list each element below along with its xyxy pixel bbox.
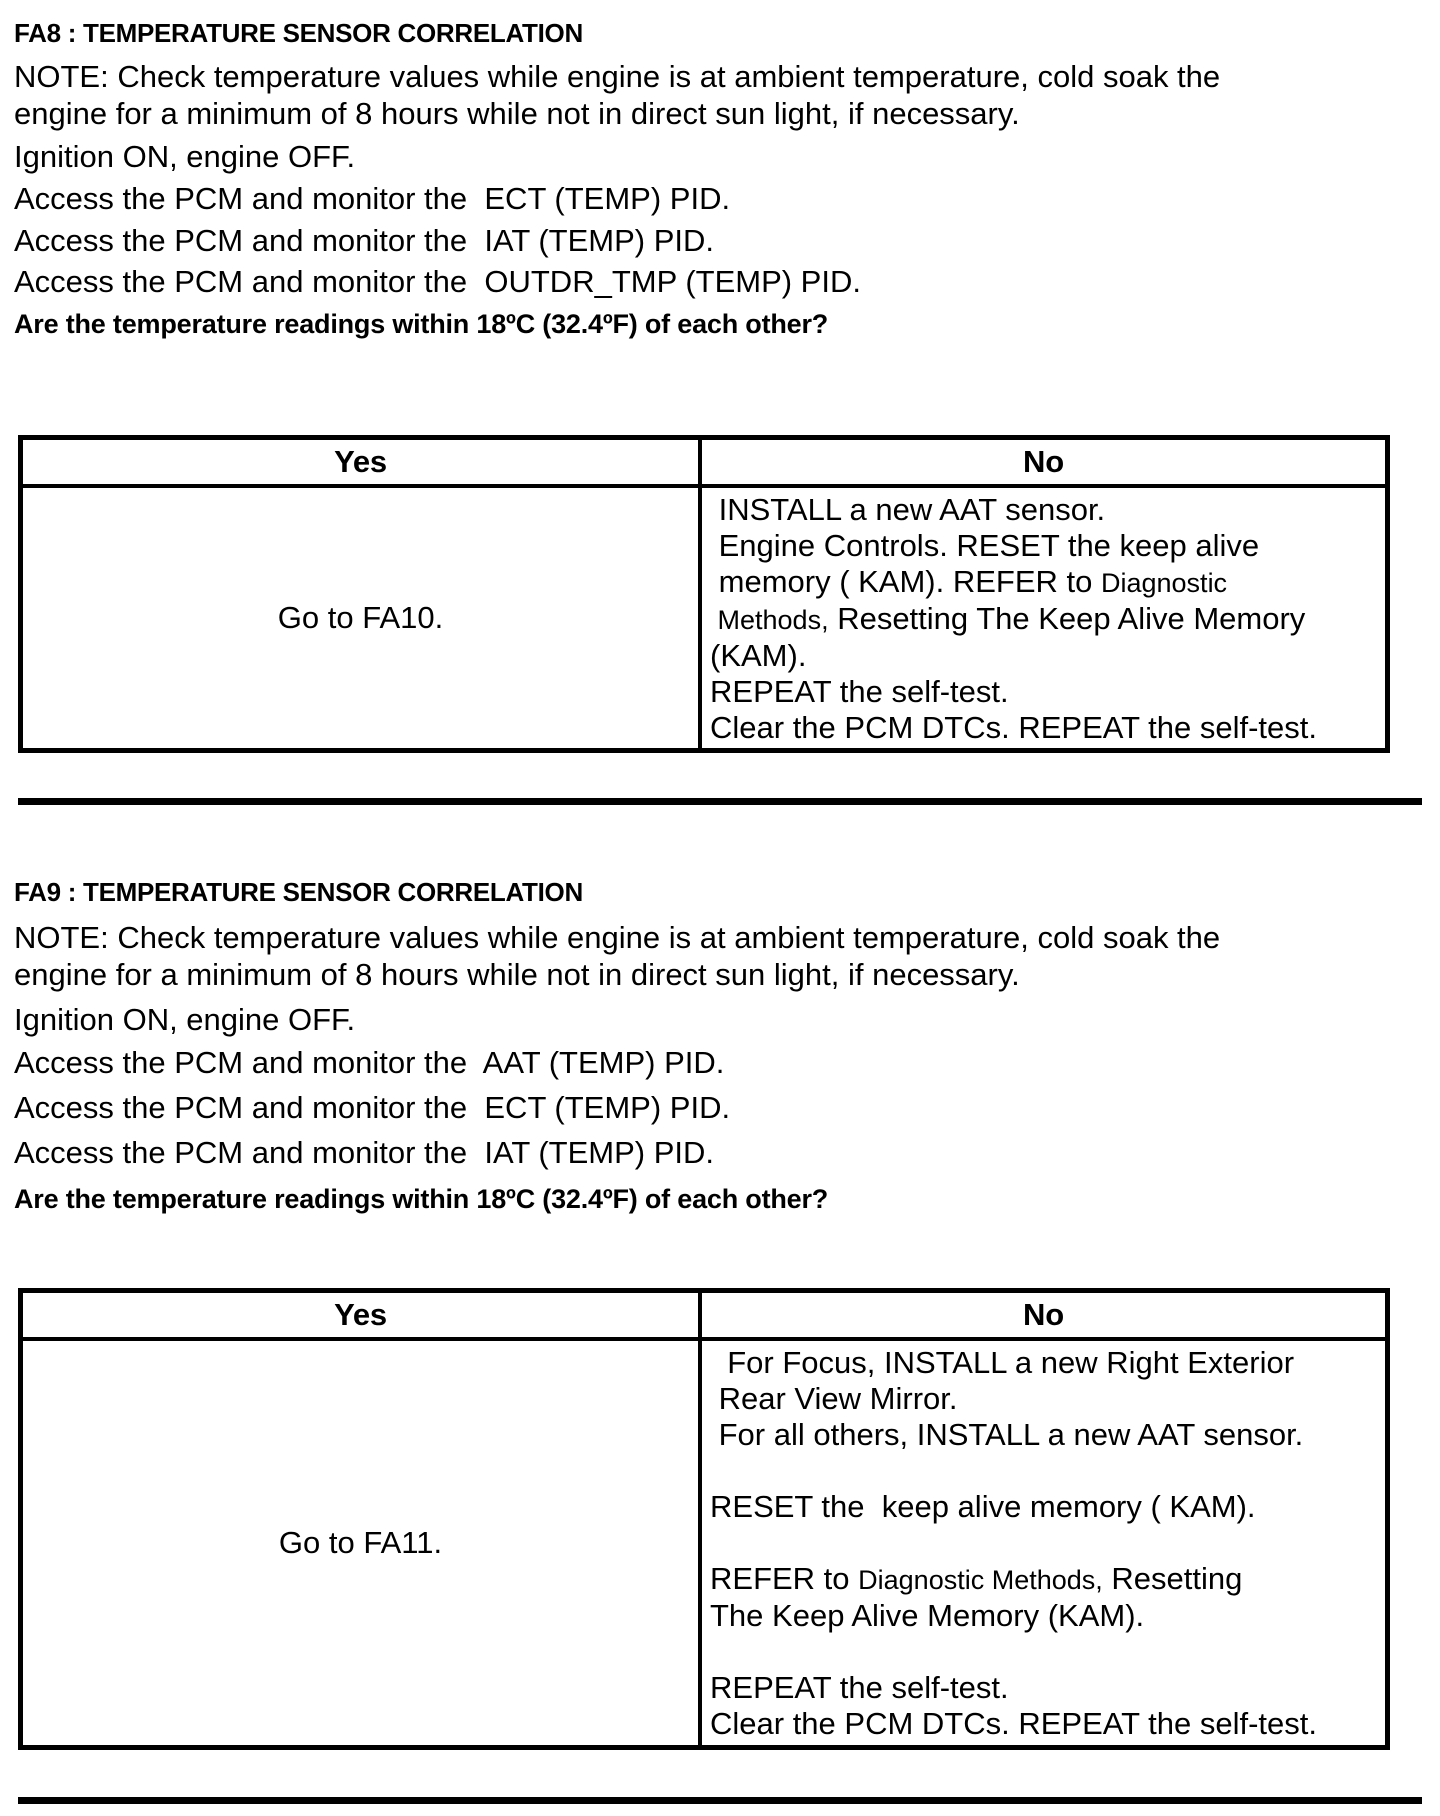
section-divider <box>18 798 1422 805</box>
action-line: Clear the PCM DTCs. REPEAT the self-test… <box>710 710 1317 745</box>
no-action-cell: For Focus, INSTALL a new Right Exterior … <box>698 1341 1385 1745</box>
no-action-cell: INSTALL a new AAT sensor. Engine Control… <box>698 488 1385 748</box>
action-line: REPEAT the self-test. <box>710 674 1009 709</box>
step-line: Access the PCM and monitor the IAT (TEMP… <box>14 223 715 258</box>
yes-action-cell: Go to FA10. <box>23 488 698 748</box>
action-line: REFER to Diagnostic Methods, Resetting <box>710 1561 1243 1596</box>
step-line: Access the PCM and monitor the IAT (TEMP… <box>14 1135 715 1170</box>
action-line: REPEAT the self-test. <box>710 1670 1009 1705</box>
header-cell-no: No <box>698 1293 1385 1337</box>
section-title: FA8 : TEMPERATURE SENSOR CORRELATION <box>14 18 583 48</box>
action-line: memory ( KAM). REFER to Diagnostic <box>710 564 1228 599</box>
action-line: (KAM). <box>710 638 807 673</box>
question-text: Are the temperature readings within 18ºC… <box>14 309 829 339</box>
table-body-row: Go to FA10. INSTALL a new AAT sensor. En… <box>23 488 1385 748</box>
step-line: Access the PCM and monitor the ECT (TEMP… <box>14 1090 731 1125</box>
section-fa8: FA8 : TEMPERATURE SENSOR CORRELATION NOT… <box>14 18 1426 805</box>
question-text: Are the temperature readings within 18ºC… <box>14 1184 829 1214</box>
yes-action-cell: Go to FA11. <box>23 1341 698 1745</box>
action-line <box>710 1634 1381 1670</box>
yes-action-text: Go to FA11. <box>278 1525 443 1560</box>
step-line: Access the PCM and monitor the AAT (TEMP… <box>14 1045 725 1080</box>
header-cell-yes: Yes <box>334 1297 387 1332</box>
step-line: Access the PCM and monitor the OUTDR_TMP… <box>14 264 861 299</box>
action-line: Rear View Mirror. <box>710 1381 958 1416</box>
action-line: For Focus, INSTALL a new Right Exterior <box>710 1345 1295 1380</box>
decision-table: Yes No Go to FA11. For Focus, INSTALL a … <box>18 1288 1390 1750</box>
step-line: Ignition ON, engine OFF. <box>14 1002 356 1037</box>
action-line: Methods, Resetting The Keep Alive Memory <box>710 601 1306 636</box>
note-text: NOTE: Check temperature values while eng… <box>14 920 1221 992</box>
action-line <box>710 1525 1381 1561</box>
action-line: RESET the keep alive memory ( KAM). <box>710 1489 1256 1524</box>
action-line: Engine Controls. RESET the keep alive <box>710 528 1260 563</box>
header-cell-yes: Yes <box>334 444 387 479</box>
action-line <box>710 1453 1381 1489</box>
note-text: NOTE: Check temperature values while eng… <box>14 59 1221 131</box>
decision-table: Yes No Go to FA10. INSTALL a new AAT sen… <box>18 435 1390 753</box>
table-header-row: Yes No <box>23 440 1385 488</box>
action-line: The Keep Alive Memory (KAM). <box>710 1598 1145 1633</box>
table-body-row: Go to FA11. For Focus, INSTALL a new Rig… <box>23 1341 1385 1745</box>
section-fa9: FA9 : TEMPERATURE SENSOR CORRELATION NOT… <box>14 877 1426 1804</box>
header-cell-no: No <box>698 440 1385 484</box>
step-line: Access the PCM and monitor the ECT (TEMP… <box>14 181 731 216</box>
action-line: Clear the PCM DTCs. REPEAT the self-test… <box>710 1706 1317 1741</box>
table-header-row: Yes No <box>23 1293 1385 1341</box>
section-divider <box>18 1797 1422 1804</box>
section-title: FA9 : TEMPERATURE SENSOR CORRELATION <box>14 877 583 907</box>
yes-action-text: Go to FA10. <box>277 600 444 635</box>
action-line: INSTALL a new AAT sensor. <box>710 492 1106 527</box>
step-line: Ignition ON, engine OFF. <box>14 139 356 174</box>
action-line: For all others, INSTALL a new AAT sensor… <box>710 1417 1304 1452</box>
